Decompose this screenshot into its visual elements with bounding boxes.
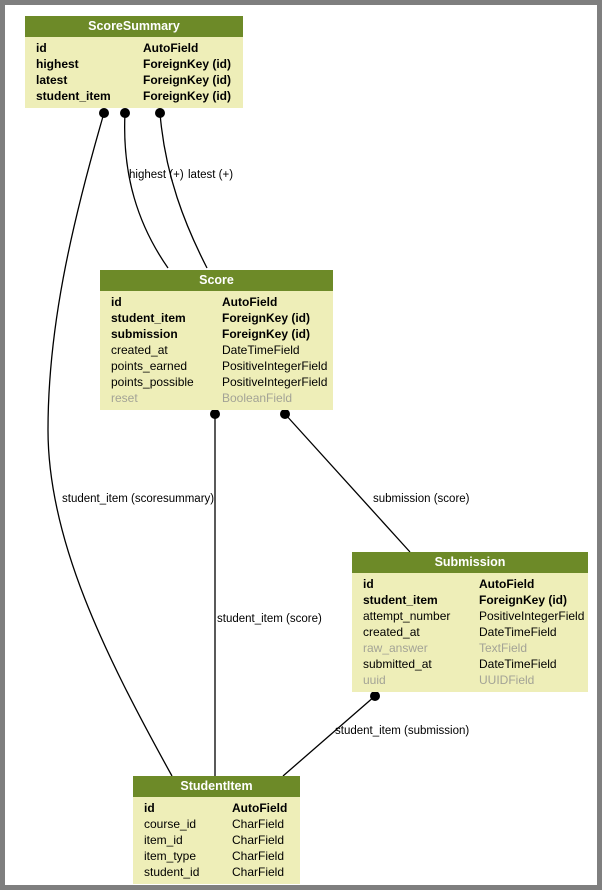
field-row: id AutoField (352, 576, 588, 592)
field-name: id (111, 295, 122, 309)
edge-label-highest: highest (+) (129, 169, 184, 181)
field-name: latest (36, 73, 68, 87)
entity-header: ScoreSummary (25, 16, 243, 37)
field-type: DateTimeField (479, 625, 557, 639)
field-type: CharField (232, 833, 285, 847)
field-name: student_item (363, 593, 438, 607)
field-type: PositiveIntegerField (222, 375, 328, 389)
edge-endpoint-dot (99, 108, 109, 118)
field-type: AutoField (143, 41, 199, 55)
field-type: AutoField (479, 577, 535, 591)
field-row: id AutoField (25, 40, 243, 56)
field-type: PositiveIntegerField (222, 359, 328, 373)
field-name: student_id (144, 865, 200, 879)
edge-label-student-item-submission: student_item (submission) (335, 725, 470, 737)
field-row: item_id CharField (133, 832, 300, 848)
field-type: PositiveIntegerField (479, 609, 585, 623)
field-row: points_possible PositiveIntegerField (100, 374, 333, 390)
entity-fields: id AutoField highest ForeignKey (id) lat… (25, 37, 243, 108)
field-name: item_id (144, 833, 183, 847)
field-type: UUIDField (479, 673, 535, 687)
field-name: created_at (363, 625, 420, 639)
field-row: latest ForeignKey (id) (25, 72, 243, 88)
field-name: id (36, 41, 47, 55)
edge-line-highest (123, 112, 169, 269)
field-name: id (363, 577, 374, 591)
field-name: created_at (111, 343, 168, 357)
field-row: student_item ForeignKey (id) (25, 88, 243, 104)
field-type: CharField (232, 865, 285, 879)
edge-endpoint-dot (280, 409, 290, 419)
field-type: CharField (232, 817, 285, 831)
field-type: ForeignKey (id) (143, 73, 232, 87)
edge-label-student-item-score: student_item (score) (217, 613, 322, 625)
edge-line-student-item-submission (282, 695, 376, 777)
entity-fields: id AutoField student_item ForeignKey (id… (100, 291, 333, 410)
field-type: ForeignKey (id) (479, 593, 568, 607)
entity-header: Score (100, 270, 333, 291)
entity-scoresummary: ScoreSummary id AutoField highest Foreig… (25, 16, 243, 108)
field-name: student_item (111, 311, 186, 325)
field-name: course_id (144, 817, 197, 831)
field-row: submission ForeignKey (id) (100, 326, 333, 342)
edge-line-latest (159, 112, 208, 269)
field-type: BooleanField (222, 391, 293, 405)
field-name: attempt_number (363, 609, 451, 623)
edge-endpoint-dot (210, 409, 220, 419)
field-row: student_item ForeignKey (id) (100, 310, 333, 326)
entity-header: StudentItem (133, 776, 300, 797)
field-row: item_type CharField (133, 848, 300, 864)
field-name: points_earned (111, 359, 188, 373)
edge-endpoint-dot (370, 691, 380, 701)
field-type: ForeignKey (id) (222, 311, 311, 325)
field-type: ForeignKey (id) (222, 327, 311, 341)
field-name: item_type (144, 849, 197, 863)
field-row: uuid UUIDField (352, 672, 588, 688)
field-row: student_item ForeignKey (id) (352, 592, 588, 608)
field-type: AutoField (222, 295, 278, 309)
field-row: reset BooleanField (100, 390, 333, 406)
field-type: TextField (479, 641, 528, 655)
field-type: ForeignKey (id) (143, 89, 232, 103)
field-type: CharField (232, 849, 285, 863)
field-type: DateTimeField (479, 657, 557, 671)
entity-submission: Submission id AutoField student_item For… (352, 552, 588, 692)
field-name: student_item (36, 89, 111, 103)
entity-studentitem: StudentItem id AutoField course_id CharF… (133, 776, 300, 884)
field-row: course_id CharField (133, 816, 300, 832)
edge-label-latest: latest (+) (188, 169, 234, 181)
field-type: ForeignKey (id) (143, 57, 232, 71)
edge-line-submission-score (284, 413, 411, 553)
entity-fields: id AutoField course_id CharField item_id… (133, 797, 300, 884)
field-row: submitted_at DateTimeField (352, 656, 588, 672)
field-name: submitted_at (363, 657, 432, 671)
field-type: DateTimeField (222, 343, 300, 357)
field-name: highest (36, 57, 79, 71)
edge-endpoint-dot (120, 108, 130, 118)
field-name: raw_answer (363, 641, 428, 655)
field-row: attempt_number PositiveIntegerField (352, 608, 588, 624)
entity-fields: id AutoField student_item ForeignKey (id… (352, 573, 588, 692)
entity-score: Score id AutoField student_item ForeignK… (100, 270, 333, 410)
field-type: AutoField (232, 801, 288, 815)
field-name: points_possible (111, 375, 194, 389)
edge-label-submission-score: submission (score) (373, 493, 470, 505)
edge-endpoint-dot (155, 108, 165, 118)
field-row: created_at DateTimeField (352, 624, 588, 640)
field-name: id (144, 801, 155, 815)
field-row: student_id CharField (133, 864, 300, 880)
field-name: uuid (363, 673, 386, 687)
edge-label-student-item-scoresummary: student_item (scoresummary) (62, 493, 215, 505)
field-name: submission (111, 327, 178, 341)
edge-line-student-item-scoresummary (47, 112, 173, 777)
field-name: reset (111, 391, 138, 405)
field-row: points_earned PositiveIntegerField (100, 358, 333, 374)
field-row: raw_answer TextField (352, 640, 588, 656)
entity-header: Submission (352, 552, 588, 573)
field-row: id AutoField (133, 800, 300, 816)
field-row: highest ForeignKey (id) (25, 56, 243, 72)
field-row: id AutoField (100, 294, 333, 310)
field-row: created_at DateTimeField (100, 342, 333, 358)
